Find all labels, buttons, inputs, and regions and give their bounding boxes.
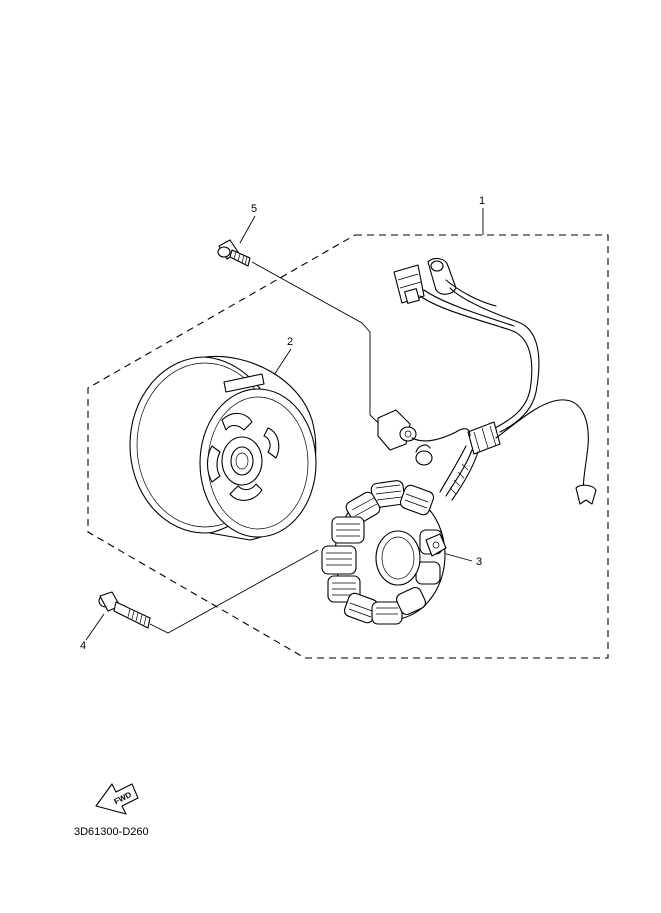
bolt-long: [98, 591, 151, 629]
callout-3-number: 3: [476, 556, 482, 568]
assembly-boundary-dashed: [87, 234, 609, 659]
callout-5-number: 5: [251, 203, 257, 215]
callout-4: 4: [80, 613, 105, 652]
bolt-short: [217, 239, 251, 267]
callout-1-number: 1: [479, 195, 485, 207]
rotor-flywheel: [129, 355, 317, 541]
drawing-code: 3D61300-D260: [74, 826, 149, 838]
callout-4-number: 4: [80, 640, 86, 652]
bolt-5-leader: [251, 261, 387, 431]
fwd-direction-arrow: FWD: [95, 783, 139, 815]
callout-2: 2: [271, 336, 293, 379]
stator-coil: [321, 480, 447, 625]
callout-3: 3: [442, 552, 482, 568]
callout-5: 5: [239, 203, 257, 244]
callout-2-number: 2: [287, 336, 293, 348]
bolt-4-leader: [149, 549, 319, 634]
wire-harness: [377, 257, 597, 505]
callout-1: 1: [479, 195, 485, 235]
